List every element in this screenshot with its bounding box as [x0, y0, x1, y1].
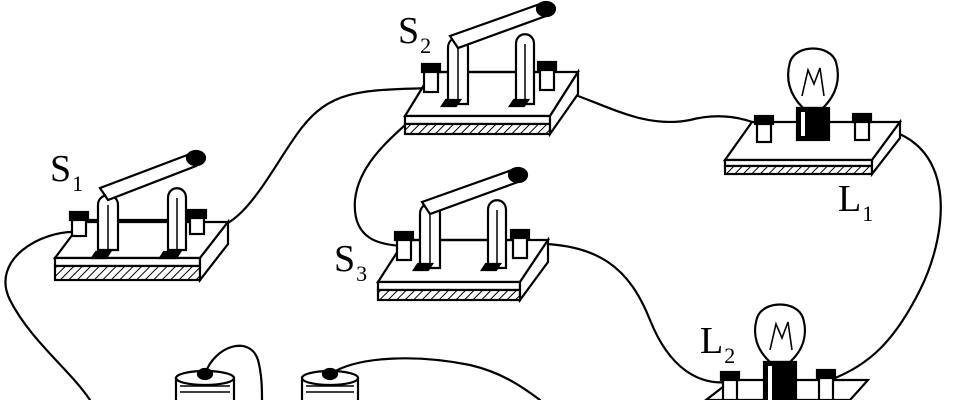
label-l1: L1	[838, 178, 873, 225]
label-s2-sub: 2	[420, 33, 432, 58]
wire-cell-right	[328, 357, 542, 400]
label-s2: S2	[398, 10, 431, 57]
lamp-l1	[722, 47, 903, 178]
label-s1: S1	[50, 148, 83, 195]
label-s3-main: S	[334, 238, 356, 280]
label-l2-sub: 2	[724, 343, 736, 368]
lamp-l2	[704, 303, 871, 400]
label-s1-main: S	[50, 148, 72, 190]
switch-s1	[52, 149, 231, 284]
label-s3: S3	[334, 238, 367, 285]
wire-s2-l1	[546, 84, 764, 128]
wire-cell-left	[203, 344, 264, 400]
wire-l1-l2	[828, 124, 942, 382]
label-s2-main: S	[398, 10, 420, 52]
label-l2-main: L	[700, 320, 724, 362]
label-s3-sub: 3	[356, 261, 368, 286]
label-l1-main: L	[838, 178, 862, 220]
label-l2: L2	[700, 320, 735, 367]
wire-s3-l2	[518, 242, 730, 384]
battery-cell-right	[300, 367, 360, 400]
label-l1-sub: 1	[862, 201, 874, 226]
switch-s3	[375, 166, 551, 304]
wire-s1-s2	[196, 86, 434, 231]
wire-s1-battery	[4, 230, 92, 400]
switch-s2	[403, 0, 581, 138]
label-s1-sub: 1	[72, 171, 84, 196]
battery-cell-left	[174, 367, 236, 400]
